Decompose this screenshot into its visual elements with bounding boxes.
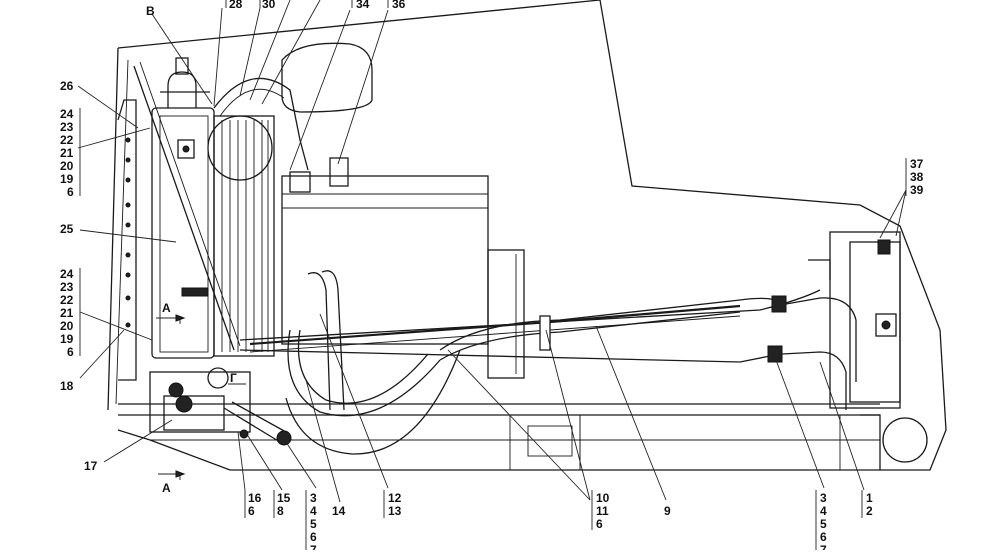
bottom-3-7-right: 3 4 5 6 7 [820,491,827,555]
stack-lower-item: 19 [60,332,74,346]
bottom-12-13: 12 13 [388,491,402,518]
bottom-label: 3 [820,491,827,505]
bottom-label: 3 [310,491,317,505]
bottom-label: 1 [866,491,873,505]
stack-upper-item: 23 [60,120,74,134]
stack-lower-item: 24 [60,267,74,281]
bottom-15-8: 15 8 [277,491,291,518]
view-A-upper: A [162,301,171,315]
stack-lower-item: 6 [67,345,74,359]
bottom-label: 8 [277,504,284,518]
bottom-label: 15 [277,491,291,505]
frame-outline [107,0,947,471]
stack-upper-item: 22 [60,133,74,147]
label-28: 28 [229,0,243,11]
label-B: B [146,4,155,18]
bottom-label: 4 [310,504,317,518]
stack-lower-item: 22 [60,293,74,307]
callout-labels: B 28 30 34 36 26 24 23 22 21 20 19 6 25 … [60,0,924,555]
bottom-label: 7 [310,543,317,550]
bottom-label: 12 [388,491,402,505]
label-25: 25 [60,222,74,236]
right-stack-item: 38 [910,170,924,184]
stack-lower-item: 21 [60,306,74,320]
shroud-bolts [125,137,131,328]
radiator-assembly [117,57,275,381]
bottom-label: 13 [388,504,402,518]
stack-upper-item: 6 [67,185,74,199]
label-26: 26 [60,79,74,93]
left-lower-stack: 24 23 22 21 20 19 6 [60,267,74,359]
stack-upper-item: 19 [60,172,74,186]
stack-upper-item: 21 [60,146,74,160]
stack-upper-item: 20 [60,159,74,173]
lower-front-components [149,367,292,446]
bottom-label: 4 [820,504,827,518]
bottom-label: 6 [596,517,603,531]
bottom-label: 5 [820,517,827,531]
label-34: 34 [356,0,370,11]
bottom-label: 5 [310,517,317,531]
label-17: 17 [84,459,98,473]
engine-block [213,42,525,455]
hydraulic-lines [239,231,901,410]
bottom-label: 6 [248,504,255,518]
right-stack-item: 39 [910,183,924,197]
stack-lower-item: 23 [60,280,74,294]
bottom-label: 6 [310,530,317,544]
bottom-label: 11 [596,504,609,518]
bottom-10-11-6: 10 11 6 [596,491,610,531]
label-30: 30 [262,0,276,11]
stack-lower-item: 20 [60,319,74,333]
label-9: 9 [664,504,671,518]
radiator-core-fins [221,120,269,352]
left-upper-stack: 24 23 22 21 20 19 6 [60,107,74,199]
bottom-3-7-left: 3 4 5 6 7 [310,491,317,555]
bottom-label: 2 [866,504,873,518]
stack-upper-item: 24 [60,107,74,121]
bottom-label: 16 [248,491,262,505]
label-18: 18 [60,379,74,393]
bottom-1-2: 1 2 [866,491,873,518]
view-G: Г [230,371,237,385]
view-A-lower: A [162,481,171,495]
label-36: 36 [392,0,406,11]
label-14: 14 [332,504,346,518]
leader-lines [77,0,907,550]
right-stack-item: 37 [910,157,924,171]
bottom-label: 10 [596,491,610,505]
bottom-label: 7 [820,543,827,550]
bottom-16-6: 16 6 [248,491,262,518]
right-stack: 37 38 39 [910,157,924,197]
bottom-label: 6 [820,530,827,544]
